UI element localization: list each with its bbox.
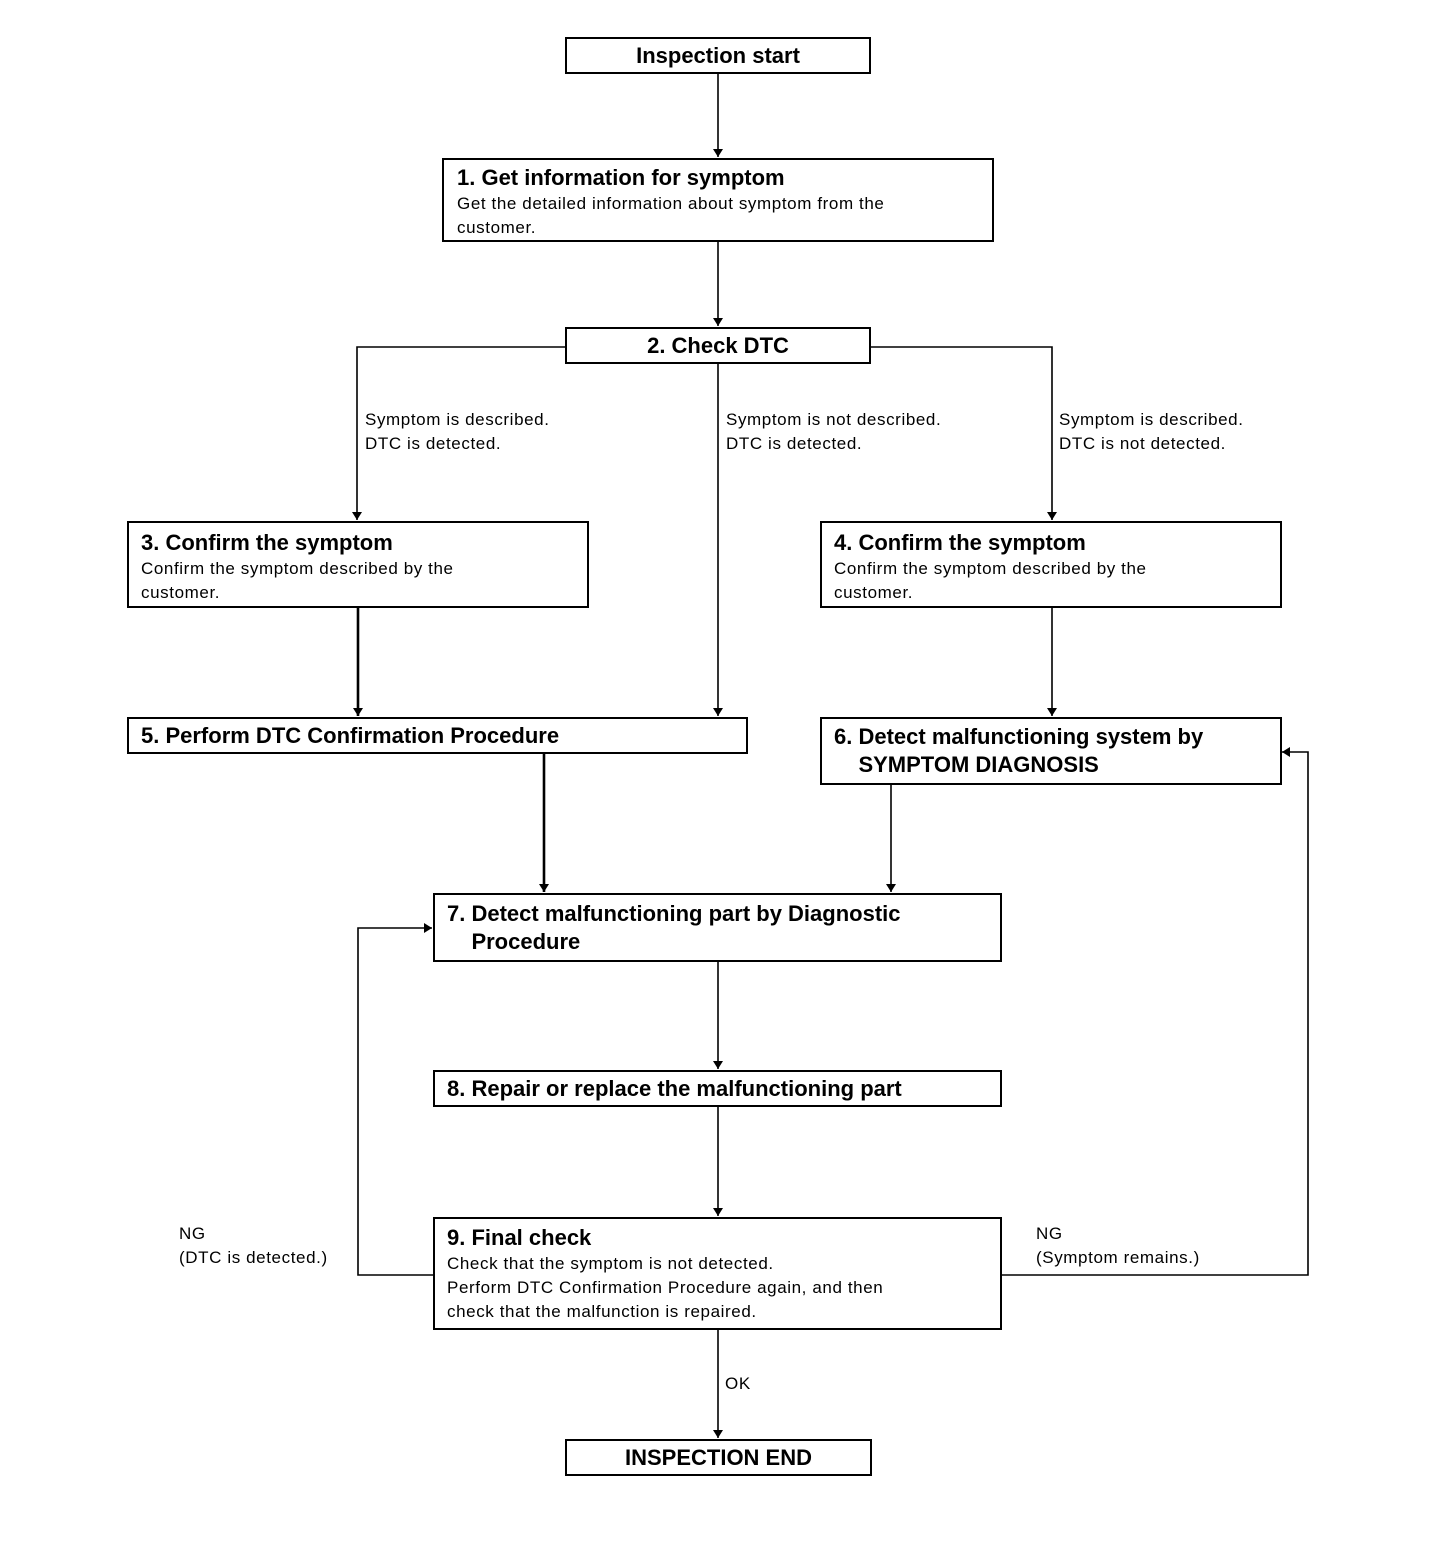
step4-title: 4. Confirm the symptom [834,530,1086,555]
step4-description: Confirm the symptom described by the cus… [834,559,1147,602]
branch-label-left: Symptom is described. DTC is detected. [365,410,550,453]
step3-description: Confirm the symptom described by the cus… [141,559,454,602]
step9-description: Check that the symptom is not detected. … [447,1254,884,1321]
end-label: INSPECTION END [624,1444,813,1470]
step7-title: 7. Detect malfunctioning part by Diagnos… [447,901,901,954]
start-box: Inspection start [565,37,871,74]
step9-title: 9. Final check [447,1225,592,1250]
step1-title: 1. Get information for symptom [457,165,785,190]
step5-box: 5. Perform DTC Confirmation Procedure [127,717,748,754]
step6-title: 6. Detect malfunctioning system by SYMPT… [834,724,1204,777]
ng-dtc-detected-label: NG (DTC is detected.) [179,1224,328,1267]
arrow-ng-to-step7 [357,923,433,1276]
step1-box: 1. Get information for symptom Get the d… [442,158,994,242]
step8-title: 8. Repair or replace the malfunctioning … [447,1076,902,1101]
start-label: Inspection start [636,42,800,68]
step5-title: 5. Perform DTC Confirmation Procedure [141,723,560,748]
step7-box: 7. Detect malfunctioning part by Diagnos… [433,893,1002,962]
step9-box: 9. Final check Check that the symptom is… [433,1217,1002,1330]
ok-label: OK [725,1374,751,1393]
branch-label-right: Symptom is described. DTC is not detecte… [1059,410,1244,453]
ng-symptom-remains-label: NG (Symptom remains.) [1036,1224,1200,1267]
branch-label-middle: Symptom is not described. DTC is detecte… [726,410,942,453]
step4-box: 4. Confirm the symptom Confirm the sympt… [820,521,1282,608]
arrow-ng-to-step6 [1002,747,1309,1276]
step2-box: 2. Check DTC [565,327,871,364]
step8-box: 8. Repair or replace the malfunctioning … [433,1070,1002,1107]
end-box: INSPECTION END [565,1439,872,1476]
step3-title: 3. Confirm the symptom [141,530,393,555]
step6-box: 6. Detect malfunctioning system by SYMPT… [820,717,1282,785]
arrow-step2-to-step3 [352,346,566,520]
step1-description: Get the detailed information about sympt… [457,194,885,237]
step2-title: 2. Check DTC [647,332,789,358]
step3-box: 3. Confirm the symptom Confirm the sympt… [127,521,589,608]
arrow-step2-to-step4 [870,346,1057,520]
